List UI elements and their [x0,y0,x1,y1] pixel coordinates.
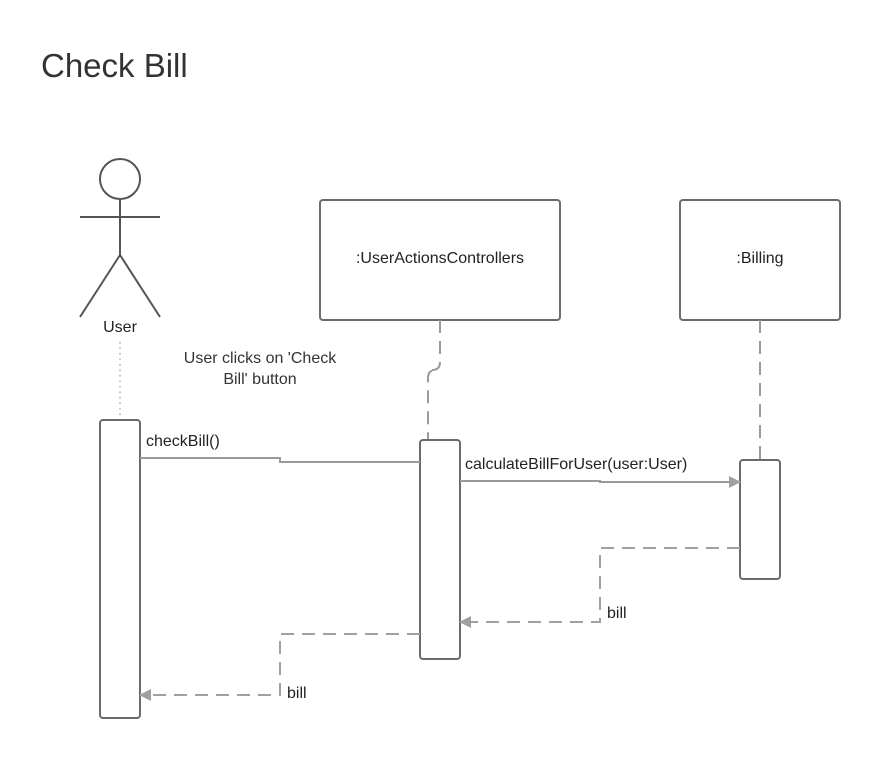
user-activation-bar[interactable] [99,419,141,719]
billing-activation-bar[interactable] [739,459,781,580]
return-bill-to-user[interactable] [139,633,420,701]
actor-label: User [103,319,137,336]
return-bill-to-user-label: bill [287,685,307,702]
message-check-bill-label: checkBill() [146,433,220,450]
actor-head [99,158,141,200]
actor-left-leg [79,254,121,318]
object-label: :UserActionsControllers [356,250,524,267]
controllers-lifeline [427,320,441,440]
actor-user[interactable]: User [79,158,161,336]
object-billing[interactable]: :Billing [679,199,841,321]
object-user-actions-controllers[interactable]: :UserActionsControllers [319,199,561,321]
message-check-bill[interactable] [140,457,420,463]
controllers-activation-bar[interactable] [419,439,461,660]
actor-right-leg [119,254,161,318]
note-line-1: User clicks on 'Check [184,350,337,367]
return-bill-to-controllers[interactable] [459,547,740,628]
message-calculate-bill[interactable] [460,476,741,488]
note-line-2: Bill' button [223,371,296,388]
object-label: :Billing [736,250,783,267]
message-calculate-bill-label: calculateBillForUser(user:User) [465,456,687,473]
return-bill-to-controllers-label: bill [607,605,627,622]
diagram-title: Check Bill [41,47,188,84]
